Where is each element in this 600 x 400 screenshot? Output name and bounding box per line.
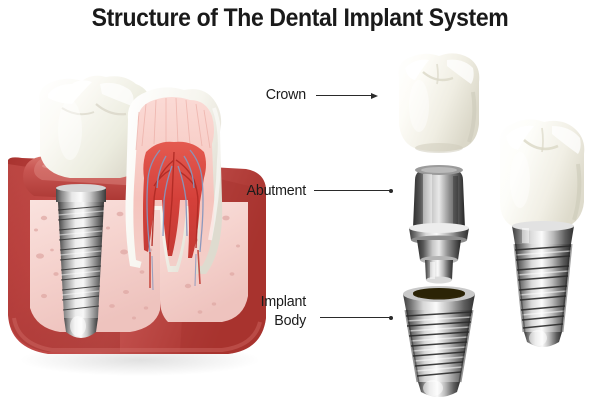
leader-arrow-crown: [371, 92, 378, 99]
exploded-implant-parts: [398, 53, 480, 397]
natural-tooth: [125, 87, 223, 291]
implant-crown: [39, 75, 151, 178]
exploded-abutment: [409, 165, 469, 284]
leader-line-implant-body: [320, 316, 393, 320]
page-title: Structure of The Dental Implant System: [91, 4, 509, 32]
assembled-implant: [499, 119, 585, 347]
assembled-screw-body: [513, 243, 573, 347]
leader-dot-implant-body: [389, 316, 393, 320]
label-implant-body: Implant Body: [188, 292, 307, 330]
assembled-collar: [512, 221, 574, 244]
exploded-implant-body: [403, 286, 475, 397]
label-abutment: Abutment: [188, 182, 307, 199]
exploded-crown: [398, 53, 480, 153]
label-crown-text: Crown: [265, 86, 306, 103]
implant-screw: [56, 184, 106, 338]
label-abutment-text: Abutment: [246, 182, 307, 199]
jaw-cross-section: [8, 75, 266, 376]
assembled-crown: [499, 119, 585, 231]
dentin-striations: [135, 97, 211, 151]
label-implant-body-line1: Implant: [260, 293, 307, 310]
label-crown: Crown: [194, 86, 306, 103]
label-implant-body-line2: Body: [274, 312, 306, 329]
root-canal-vein: [146, 149, 204, 255]
screw-threads: [57, 205, 105, 311]
leader-line-crown: [316, 92, 378, 99]
implant-body-threads: [405, 311, 473, 377]
assembled-threads: [514, 245, 572, 329]
leader-line-abutment: [314, 189, 393, 193]
leader-dot-abutment: [389, 189, 393, 193]
